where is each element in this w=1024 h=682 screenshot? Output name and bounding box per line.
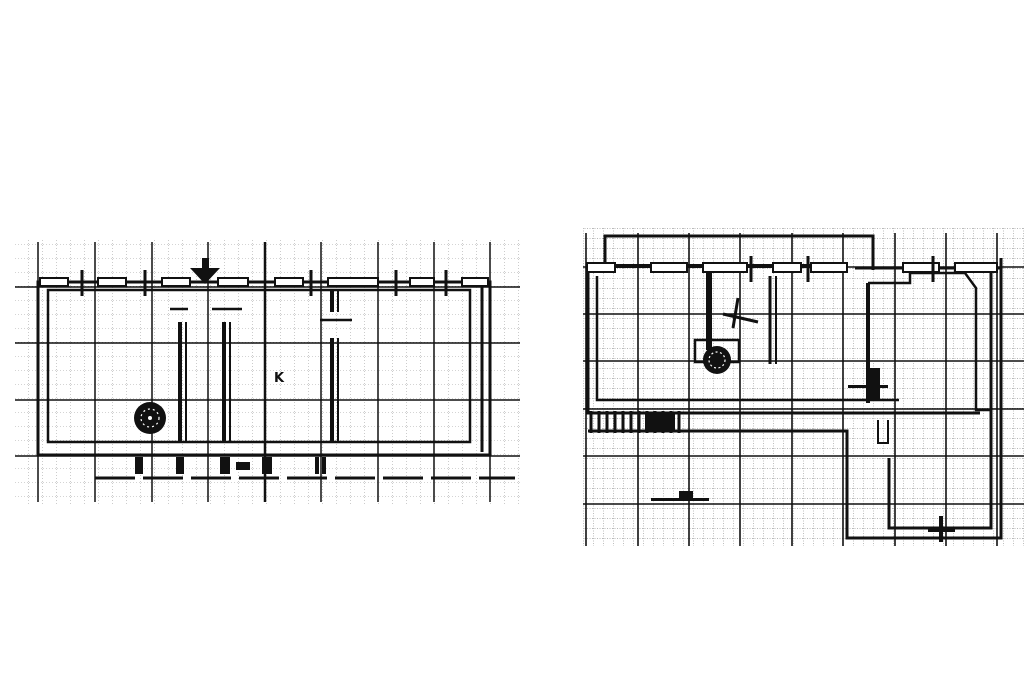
minor-grid [583,228,1024,546]
stove-icon [134,402,166,434]
stair-landing [645,413,675,431]
windows [39,277,489,287]
stove-icon [693,338,741,374]
window-ticks [749,256,1003,282]
floor-plan-right-drawing [583,228,1024,546]
room-label-k: K [274,371,285,386]
ground-mark [651,491,709,501]
north-cross-icon [928,516,955,542]
floor-plan-left-drawing: K [15,240,520,505]
chimney-stack-icon [848,368,888,400]
stair-marks [135,457,326,474]
window-ticks [80,270,448,296]
draft-arrow-icon [722,297,759,329]
door-openings [170,307,352,322]
floor-plan-right [583,228,1024,546]
entrance-arrow-icon [190,258,220,284]
windows [586,262,998,273]
floor-plan-left: K [0,230,530,510]
